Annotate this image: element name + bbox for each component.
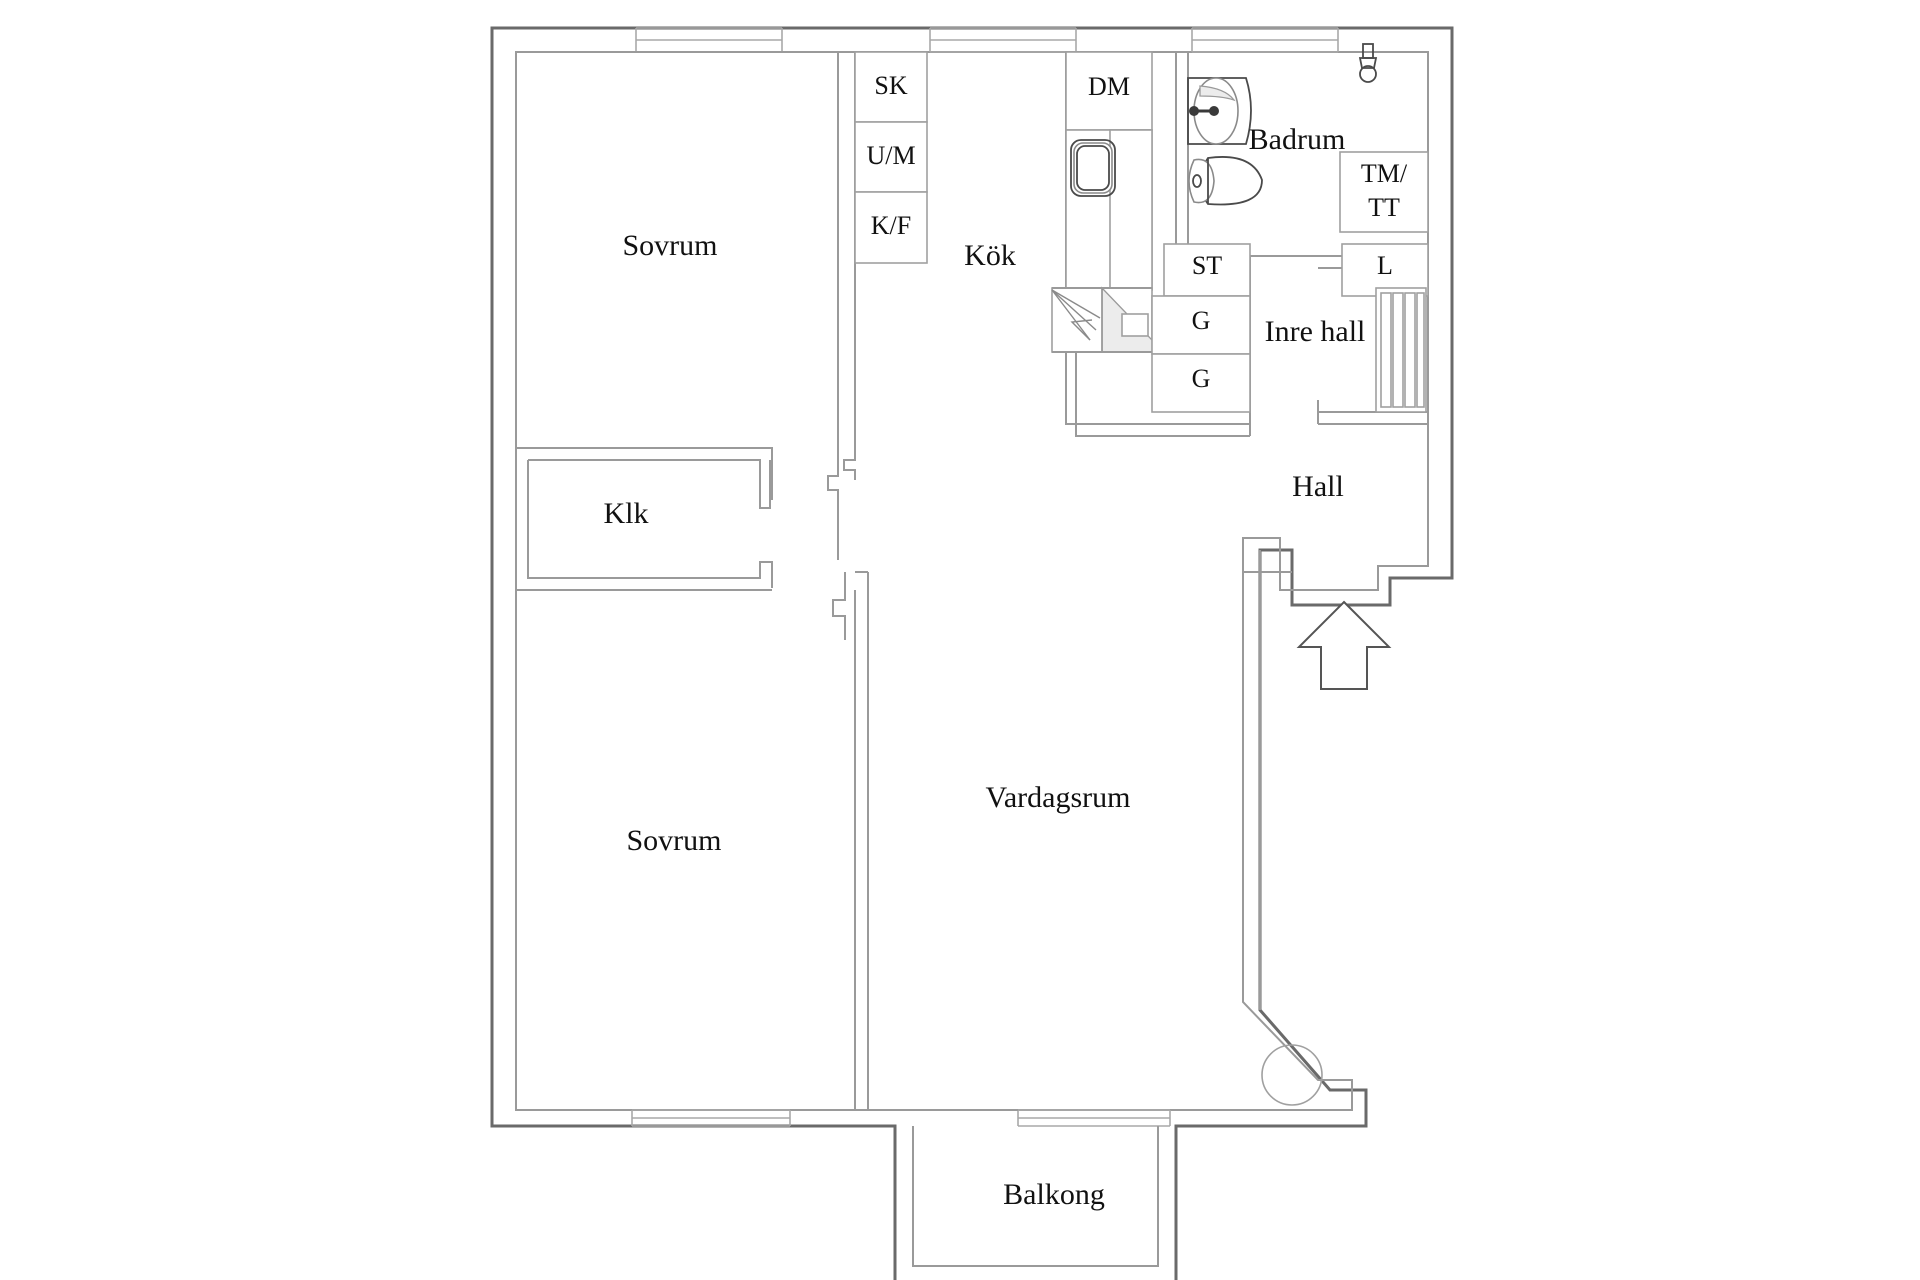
closet-label-um: U/M	[866, 141, 915, 170]
room-label-badrum: Badrum	[1249, 123, 1346, 156]
closet-label-kf: K/F	[871, 211, 911, 240]
closet-dm: DM	[1065, 51, 1153, 131]
room-label-sovrum-top: Sovrum	[622, 229, 717, 262]
closet-label-g-bot: G	[1192, 364, 1211, 393]
room-label-vardagsrum: Vardagsrum	[986, 781, 1131, 814]
room-label-kok: Kök	[964, 239, 1016, 272]
room-label-hall: Hall	[1292, 470, 1344, 503]
closet-label-l: L	[1377, 251, 1393, 280]
closet-label-st: ST	[1192, 251, 1222, 280]
badrum-fixtures	[1187, 43, 1378, 206]
room-label-klk: Klk	[604, 497, 649, 530]
room-sovrum-top-walls	[516, 51, 856, 500]
window-group-bottom	[631, 1109, 1171, 1127]
outer-wall-envelope	[490, 26, 1454, 1280]
toilet-icon	[1188, 156, 1263, 206]
closet-stack-hall: ST G G	[1151, 243, 1251, 413]
closet-stack-kitchen-left: SK U/M K/F	[854, 51, 928, 264]
room-vardagsrum-walls	[855, 550, 1292, 1111]
room-sovrum-bottom-walls	[515, 572, 856, 1110]
closet-label-tm-tt-line1: TM/	[1361, 159, 1408, 188]
stove-icon	[1051, 286, 1153, 353]
chimney-circle-icon	[1261, 1044, 1323, 1106]
room-label-sovrum-bot: Sovrum	[626, 824, 721, 857]
bathroom-sink-icon	[1187, 77, 1252, 145]
closet-label-dm: DM	[1088, 72, 1130, 101]
closet-label-g-top: G	[1192, 306, 1211, 335]
room-label-balkong: Balkong	[1003, 1178, 1105, 1211]
window-group-top	[635, 27, 1339, 53]
room-klk-walls	[516, 447, 773, 591]
balkong-walls	[893, 1109, 1178, 1280]
closet-tm-tt: TM/ TT	[1339, 151, 1429, 233]
shower-head-icon	[1358, 43, 1378, 83]
closet-label-tm-tt-line2: TT	[1368, 193, 1400, 222]
kitchen-counter-group	[1065, 129, 1153, 291]
kitchen-sink-icon	[1070, 139, 1116, 197]
entrance-arrow-icon	[1296, 600, 1392, 690]
outer-wall-inner-face	[515, 51, 1429, 1111]
room-label-group: Sovrum Kök Badrum Inre hall Hall Klk Sov…	[604, 123, 1366, 1211]
room-label-inre-hall: Inre hall	[1265, 315, 1366, 348]
closet-label-sk: SK	[874, 71, 907, 100]
radiator-icon	[1375, 287, 1427, 413]
